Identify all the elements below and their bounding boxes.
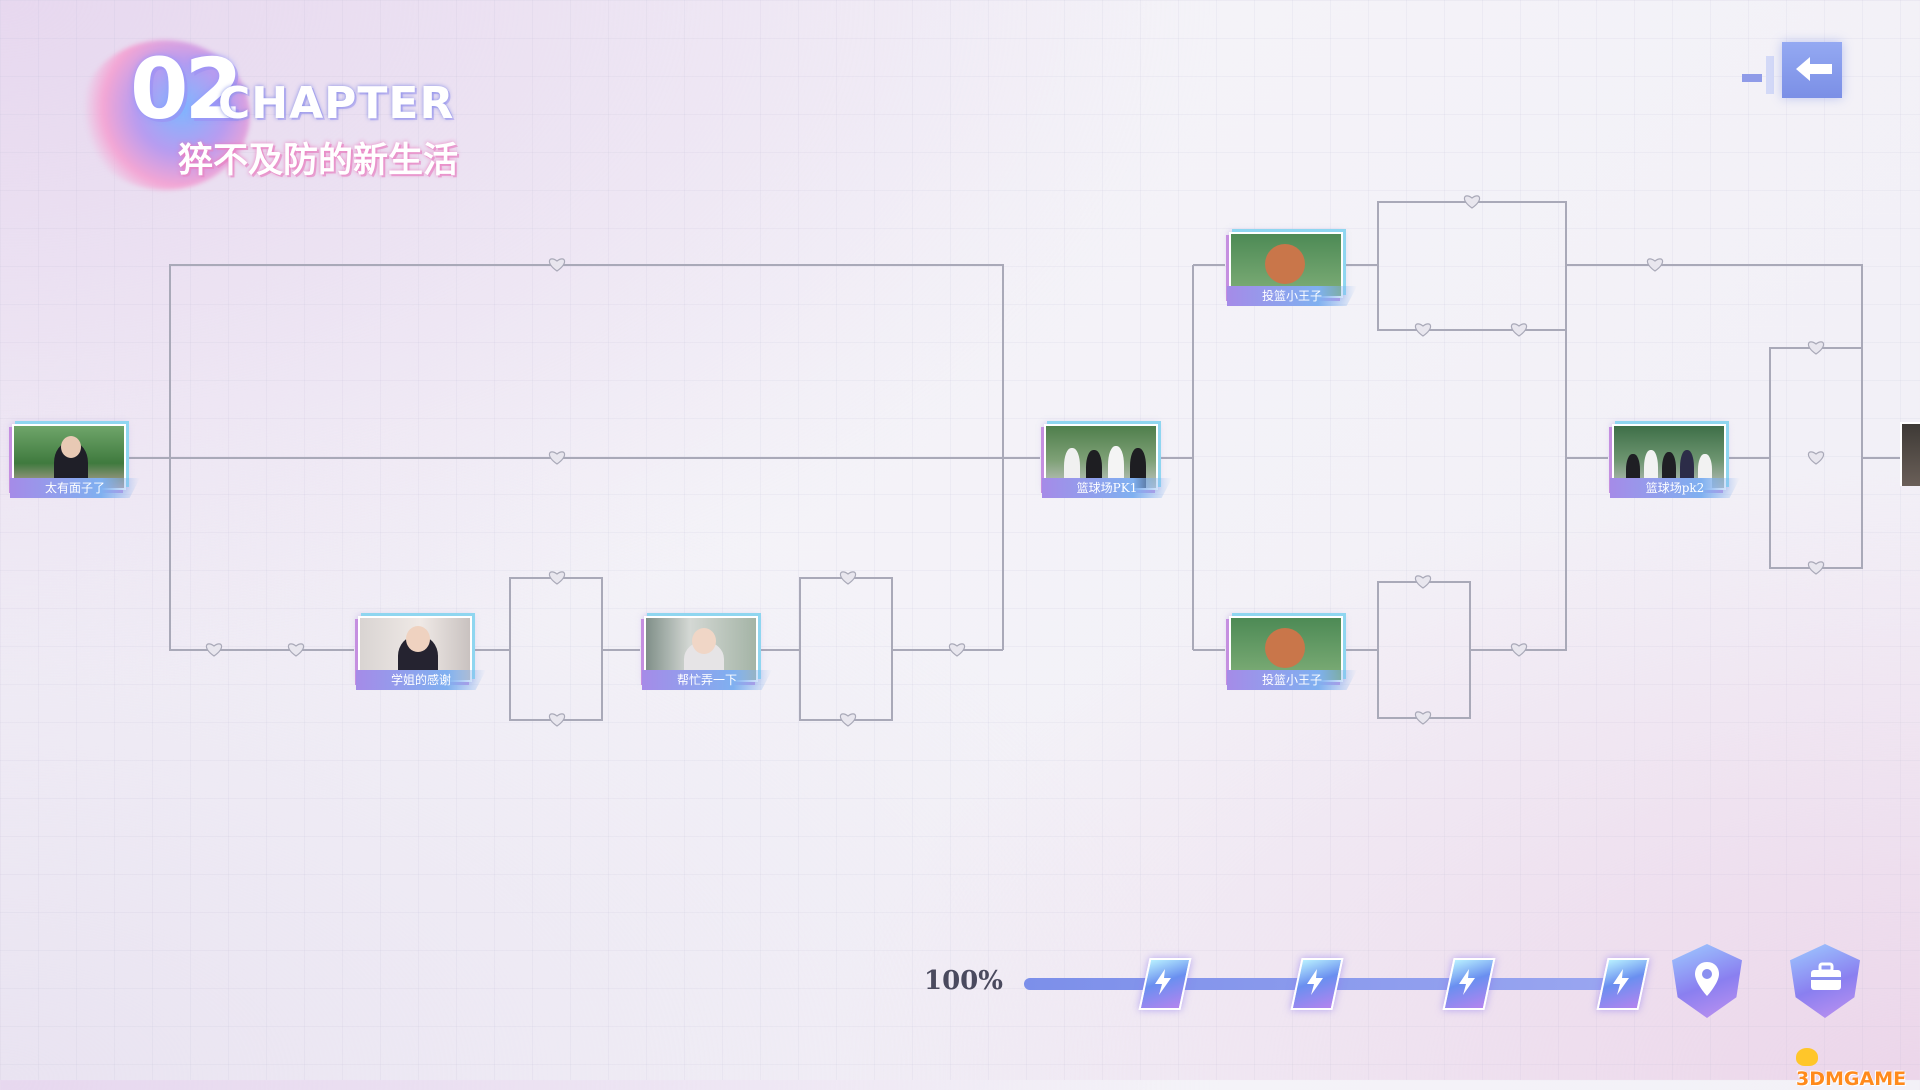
lightning-icon xyxy=(1459,969,1475,995)
scene-node[interactable]: 投篮小王子 xyxy=(1225,612,1357,692)
scene-label: 投篮小王子 xyxy=(1227,286,1357,306)
scene-label: 投篮小王子 xyxy=(1227,670,1357,690)
back-button-deco-bar xyxy=(1742,74,1762,82)
lightning-icon xyxy=(1307,969,1323,995)
heart-marker-icon xyxy=(548,571,566,585)
heart-marker-icon xyxy=(548,451,566,465)
lightning-icon xyxy=(1155,969,1171,995)
lightning-card-icon[interactable] xyxy=(1138,956,1192,1012)
chapter-number: 02 xyxy=(130,40,243,138)
heart-marker-icon xyxy=(839,571,857,585)
chapter-word: CHAPTER xyxy=(218,78,455,129)
heart-marker-icon xyxy=(1510,643,1528,657)
lightning-icon xyxy=(1613,969,1629,995)
heart-marker-icon xyxy=(1510,323,1528,337)
scene-thumbnail xyxy=(1229,232,1343,298)
map-pin-icon xyxy=(1695,962,1719,996)
heart-marker-icon xyxy=(1807,561,1825,575)
scene-label: 篮球场pk2 xyxy=(1610,478,1740,498)
back-arrow-icon xyxy=(1796,57,1832,81)
heart-marker-icon xyxy=(548,713,566,727)
inventory-button[interactable] xyxy=(1790,944,1860,1018)
scene-node[interactable]: 篮球场pk2 xyxy=(1608,420,1740,500)
mascot-icon xyxy=(1796,1048,1818,1066)
heart-marker-icon xyxy=(1414,711,1432,725)
heart-marker-icon xyxy=(1463,195,1481,209)
scene-label: 篮球场PK1 xyxy=(1042,478,1172,498)
heart-marker-icon xyxy=(1807,451,1825,465)
scene-node-offscreen[interactable] xyxy=(1900,422,1920,486)
watermark-logo: 3DMGAME xyxy=(1796,1046,1920,1090)
watermark-text: 3DMGAME xyxy=(1796,1068,1907,1090)
lightning-card-icon[interactable] xyxy=(1442,956,1496,1012)
lightning-card-icon[interactable] xyxy=(1290,956,1344,1012)
scene-thumbnail xyxy=(1229,616,1343,682)
heart-marker-icon xyxy=(548,258,566,272)
chapter-title: 猝不及防的新生活 xyxy=(178,140,459,181)
chapter-header: 02 CHAPTER 猝不及防的新生活 xyxy=(70,30,490,200)
scene-label: 帮忙弄一下 xyxy=(642,670,772,690)
scene-node[interactable]: 太有面子了 xyxy=(8,420,140,500)
heart-marker-icon xyxy=(205,643,223,657)
heart-marker-icon xyxy=(1807,341,1825,355)
back-button[interactable] xyxy=(1742,40,1842,100)
scene-label: 学姐的感谢 xyxy=(356,670,486,690)
scene-node[interactable]: 学姐的感谢 xyxy=(354,612,486,692)
back-button-deco-bar xyxy=(1766,56,1774,94)
heart-marker-icon xyxy=(1414,575,1432,589)
scene-label: 太有面子了 xyxy=(10,478,140,498)
heart-marker-icon xyxy=(1414,323,1432,337)
heart-marker-icon xyxy=(948,643,966,657)
scene-node[interactable]: 帮忙弄一下 xyxy=(640,612,772,692)
progress-percent: 100% xyxy=(924,966,1003,996)
scene-thumbnail xyxy=(358,616,472,682)
scene-node[interactable]: 篮球场PK1 xyxy=(1040,420,1172,500)
scene-node[interactable]: 投篮小王子 xyxy=(1225,228,1357,308)
chapter-glow xyxy=(80,40,250,190)
heart-marker-icon xyxy=(287,643,305,657)
scene-thumbnail xyxy=(1900,422,1920,486)
location-button[interactable] xyxy=(1672,944,1742,1018)
heart-marker-icon xyxy=(839,713,857,727)
heart-marker-icon xyxy=(1646,258,1664,272)
lightning-card-icon[interactable] xyxy=(1596,956,1650,1012)
briefcase-icon xyxy=(1811,962,1841,990)
